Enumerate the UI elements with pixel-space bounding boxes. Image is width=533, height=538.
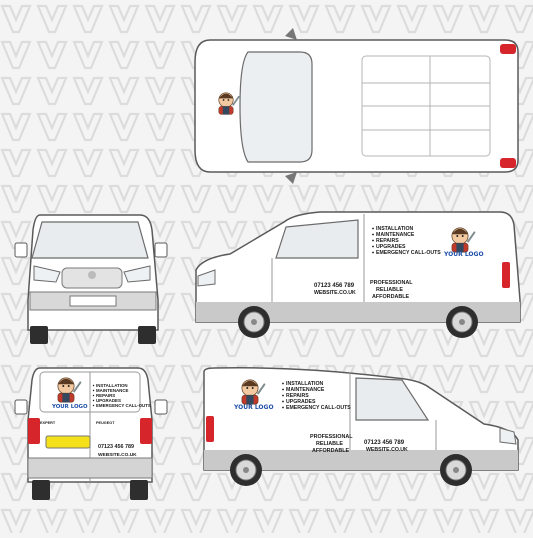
rear-brand: PEUGEOT [96, 421, 115, 425]
side-right-tagline: AFFORDABLE [372, 294, 410, 300]
side-left-phone: 07123 456 789 [364, 440, 405, 446]
side-left-tagline: AFFORDABLE [312, 448, 350, 454]
service-item: INSTALLATION [376, 226, 414, 232]
side-right-phone: 07123 456 789 [314, 283, 355, 289]
side-right-website: WEBSITE.CO.UK [314, 290, 356, 296]
side-right-tagline: RELIABLE [376, 287, 403, 293]
service-item: INSTALLATION [286, 381, 324, 387]
side-left-tagline: PROFESSIONAL [310, 434, 353, 440]
service-item: MAINTENANCE [96, 388, 129, 393]
service-item: REPAIRS [96, 393, 115, 398]
van-top-view [194, 28, 519, 184]
service-item: REPAIRS [376, 238, 399, 244]
side-left-logo: YOUR LOGO [233, 404, 274, 411]
side-right-logo: YOUR LOGO [443, 251, 484, 258]
side-right-services-list: INSTALLATION MAINTENANCE REPAIRS UPGRADE… [376, 226, 441, 256]
service-item: UPGRADES [96, 398, 121, 403]
service-item: EMERGENCY CALL-OUTS [376, 250, 441, 256]
rear-phone: 07123 456 789 [98, 444, 134, 450]
service-item: EMERGENCY CALL-OUTS [96, 403, 151, 408]
rear-badge: EXPERT [40, 421, 56, 425]
service-item: MAINTENANCE [286, 387, 325, 393]
service-item: INSTALLATION [96, 383, 128, 388]
rear-website: WEBSITE.CO.UK [98, 452, 137, 458]
van-rear-view [14, 367, 168, 500]
service-item: REPAIRS [286, 393, 309, 399]
service-item: EMERGENCY CALL-OUTS [286, 405, 351, 411]
service-item: MAINTENANCE [376, 232, 415, 238]
side-left-services-list: INSTALLATION MAINTENANCE REPAIRS UPGRADE… [286, 381, 351, 411]
side-left-tagline: RELIABLE [316, 441, 343, 447]
side-left-website: WEBSITE.CO.UK [366, 447, 408, 453]
service-item: UPGRADES [376, 244, 406, 250]
van-side-view-left [203, 366, 519, 487]
service-item: UPGRADES [286, 399, 316, 405]
van-side-view-right [195, 211, 521, 339]
bullet-dots [92, 227, 374, 409]
van-front-view [14, 214, 168, 344]
side-right-tagline: PROFESSIONAL [370, 280, 413, 286]
rear-logo: YOUR LOGO [51, 404, 88, 410]
rear-services-list: INSTALLATION MAINTENANCE REPAIRS UPGRADE… [96, 383, 151, 408]
